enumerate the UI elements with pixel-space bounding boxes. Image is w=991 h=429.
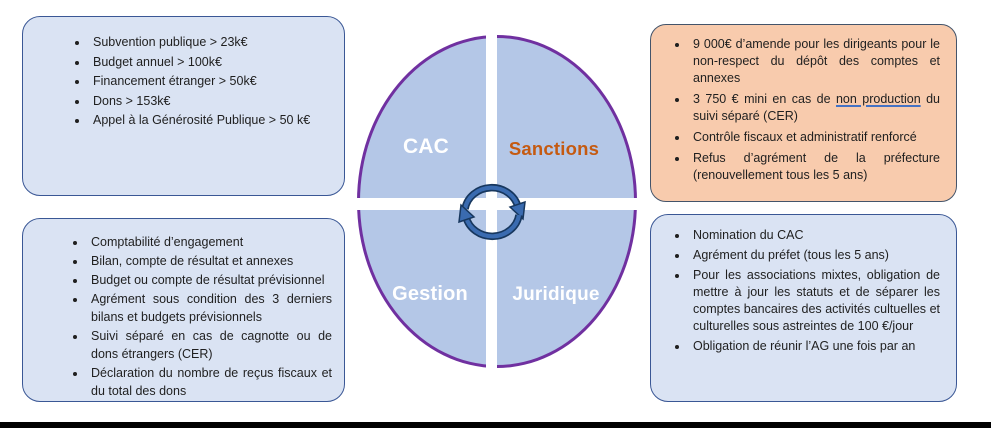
list-item: Nomination du CAC (689, 227, 940, 244)
cycle-arrows-icon (458, 183, 526, 241)
sanctions-list: 9 000€ d’amende pour les dirigeants pour… (651, 25, 956, 184)
juridique-list: Nomination du CAC Agrément du préfet (to… (651, 215, 956, 355)
thresholds-list: Subvention publique > 23k€ Budget annuel… (23, 17, 344, 130)
juridique-box: Nomination du CAC Agrément du préfet (to… (650, 214, 957, 402)
list-item: 9 000€ d’amende pour les dirigeants pour… (689, 36, 940, 87)
list-item: Budget annuel > 100k€ (89, 53, 330, 72)
list-item: Contrôle fiscaux et administratif renfor… (689, 129, 940, 146)
list-item: Pour les associations mixtes, obligation… (689, 267, 940, 335)
list-item: Subvention publique > 23k€ (89, 33, 330, 52)
quadrant-label-sanctions: Sanctions (508, 138, 600, 159)
list-item-text: 3 750 € mini en cas de (693, 92, 836, 106)
quadrant-label-cac: CAC (402, 135, 450, 158)
list-item: Agrément sous condition des 3 derniers b… (87, 290, 332, 326)
list-item-text: du suivi séparé (CER) (693, 92, 940, 123)
quadrant-label-gestion: Gestion (392, 283, 468, 305)
underlined-text: non production (835, 92, 921, 106)
list-item: Bilan, compte de résultat et annexes (87, 252, 332, 270)
quadrant-circle: CAC Sanctions Gestion Juridique (351, 30, 643, 373)
list-item: Budget ou compte de résultat prévisionne… (87, 271, 332, 289)
list-item: Suivi séparé en cas de cagnotte ou de do… (87, 327, 332, 363)
thresholds-box: Subvention publique > 23k€ Budget annuel… (22, 16, 345, 196)
list-item: Agrément du préfet (tous les 5 ans) (689, 247, 940, 264)
list-item: 3 750 € mini en cas de non production du… (689, 91, 940, 125)
list-item: Appel à la Générosité Publique > 50 k€ (89, 111, 330, 130)
quadrant-label-juridique: Juridique (512, 284, 600, 305)
gestion-box: Comptabilité d’engagement Bilan, compte … (22, 218, 345, 402)
bottom-bar (0, 422, 991, 428)
list-item: Dons > 153k€ (89, 92, 330, 111)
list-item: Obligation de réunir l’AG une fois par a… (689, 338, 940, 355)
list-item: Financement étranger > 50k€ (89, 72, 330, 91)
list-item: Refus d’agrément de la préfecture (renou… (689, 150, 940, 184)
horizontal-divider (351, 198, 643, 210)
list-item: Déclaration du nombre de reçus fiscaux e… (87, 364, 332, 400)
list-item: Comptabilité d’engagement (87, 233, 332, 251)
gestion-list: Comptabilité d’engagement Bilan, compte … (23, 219, 344, 400)
sanctions-box: 9 000€ d’amende pour les dirigeants pour… (650, 24, 957, 202)
